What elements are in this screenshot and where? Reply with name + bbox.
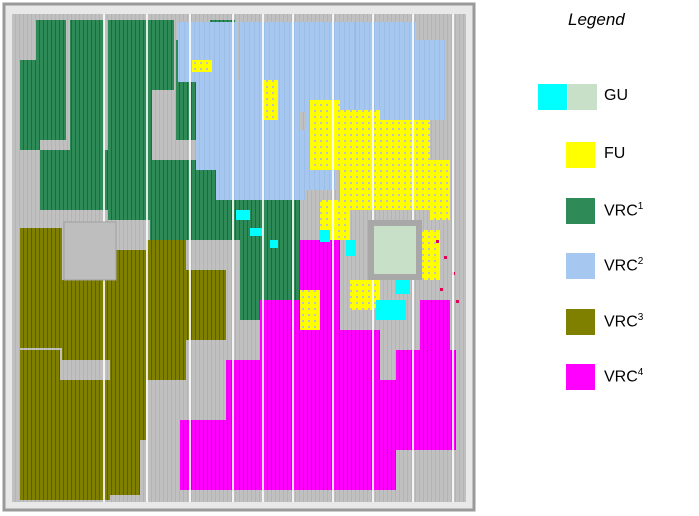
region-vrc3 bbox=[20, 228, 226, 500]
region-vrc4 bbox=[180, 240, 456, 490]
legend-swatch bbox=[566, 253, 595, 279]
legend-label: VRC2 bbox=[604, 256, 644, 275]
region-gu-cells bbox=[236, 210, 410, 320]
legend-label: GU bbox=[604, 87, 628, 104]
gu-block-inner bbox=[374, 226, 416, 274]
legend-item-vrc4: VRC4 bbox=[540, 364, 699, 390]
legend-title: Legend bbox=[568, 10, 625, 29]
legend-item-gu: GU bbox=[538, 84, 699, 110]
legend-item-fu: FU bbox=[540, 142, 699, 168]
legend-label: VRC3 bbox=[604, 312, 644, 331]
region-fu bbox=[192, 60, 450, 330]
legend-label: VRC4 bbox=[604, 367, 644, 386]
legend-item-vrc1: VRC1 bbox=[540, 198, 699, 224]
legend-item-vrc3: VRC3 bbox=[540, 309, 699, 335]
legend-swatch bbox=[566, 198, 595, 224]
legend-label: FU bbox=[604, 145, 626, 162]
legend-item-vrc2: VRC2 bbox=[540, 253, 699, 279]
legend-swatch bbox=[568, 84, 597, 110]
legend-swatch bbox=[566, 142, 595, 168]
legend-swatch bbox=[566, 364, 595, 390]
hard-block-left bbox=[63, 221, 117, 281]
legend-label: VRC1 bbox=[604, 201, 644, 220]
legend-swatch bbox=[566, 309, 595, 335]
legend-swatch bbox=[538, 84, 567, 110]
floorplan-layout bbox=[2, 2, 476, 512]
